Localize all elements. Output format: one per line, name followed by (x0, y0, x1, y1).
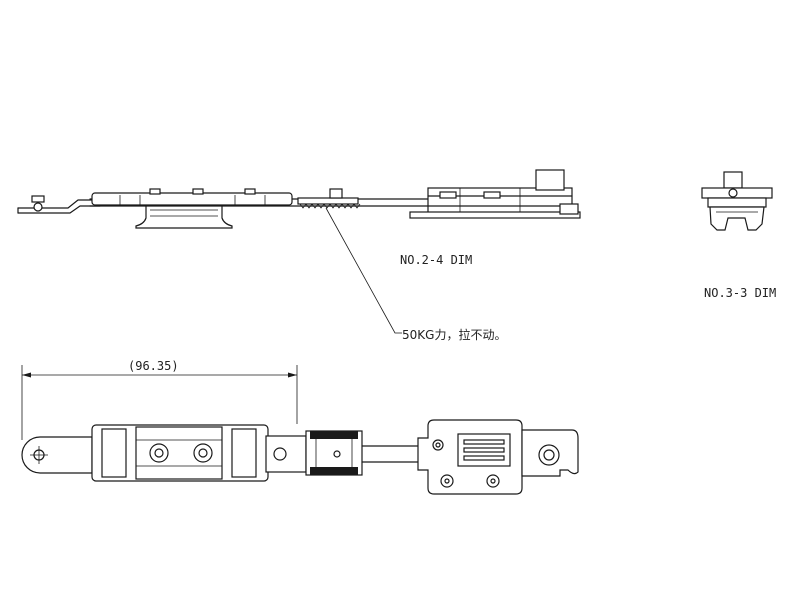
serrated-rack (297, 188, 361, 209)
top-view-assembly (21, 419, 579, 495)
eye-end (21, 436, 93, 474)
dimension-value-text: (96.35) (128, 359, 179, 373)
pivot-cup (135, 205, 233, 229)
view-label-main: NO.2-4 DIM (400, 253, 472, 267)
load-note-text: 50KG力，拉不动。 (402, 327, 506, 342)
pivot-link (265, 435, 307, 473)
side-view-assembly (17, 169, 581, 229)
end-view (701, 171, 773, 231)
main-hinge-body (91, 424, 269, 482)
thin-bar (361, 445, 419, 463)
dimension-96-35 (21, 365, 298, 440)
left-arm (17, 195, 101, 214)
note-leader-line (325, 207, 402, 334)
knurled-sleeve (305, 430, 363, 476)
view-label-side: NO.3-3 DIM (704, 286, 776, 300)
slider-block (409, 169, 581, 219)
slider-top (417, 419, 579, 495)
hinge-body (91, 188, 293, 206)
